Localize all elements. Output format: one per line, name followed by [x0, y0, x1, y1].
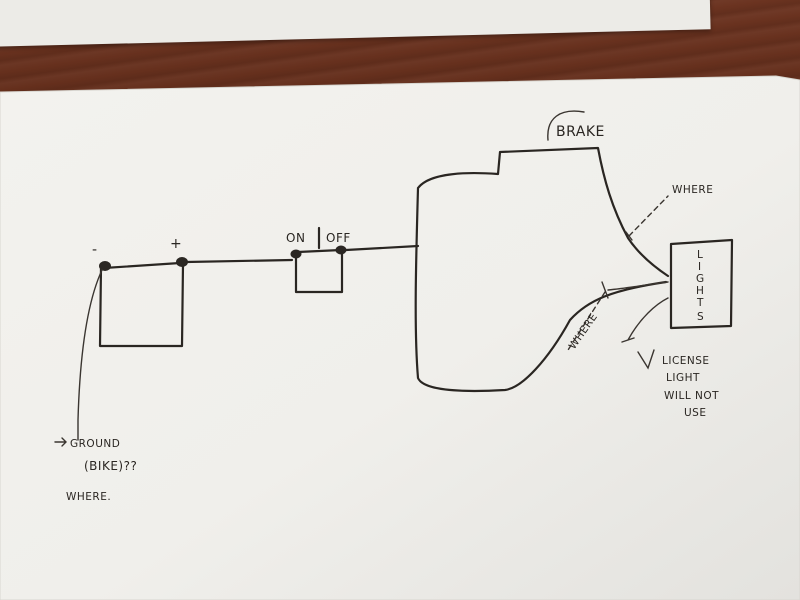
where-bottom-pointer [567, 291, 606, 351]
where-top-pointer [628, 195, 669, 237]
lights-letter: I [698, 261, 702, 273]
switch-off-terminal [335, 245, 347, 255]
battery-positive-terminal [176, 257, 188, 267]
lights-letter: H [696, 285, 704, 297]
ground-arrow-icon [54, 437, 67, 447]
wire-battery-to-switch [184, 258, 294, 264]
where-top-label: WHERE [672, 184, 713, 196]
wire-switch-to-brake [344, 244, 420, 252]
ground-note: GROUND (BIKE)?? WHERE. [54, 437, 137, 503]
license-note-line-4: USE [684, 407, 707, 419]
ground-note-line-1: GROUND [70, 438, 120, 450]
switch-off-label: OFF [326, 231, 351, 245]
brake-housing [414, 146, 670, 393]
switch [290, 226, 347, 294]
battery-negative-terminal [99, 261, 111, 271]
ground-note-line-3: WHERE. [66, 491, 111, 503]
battery [98, 257, 188, 348]
ground-note-line-2: (BIKE)?? [84, 459, 137, 473]
paper-sheet [0, 75, 800, 600]
brake-label: BRAKE [556, 124, 605, 140]
lights-letter: S [697, 311, 704, 323]
lights-letter: T [696, 297, 704, 309]
license-light-wire [621, 297, 669, 343]
ground-wire [77, 269, 103, 441]
battery-minus-label: - [92, 242, 98, 258]
switch-on-label: ON [286, 231, 305, 245]
switch-on-terminal [290, 249, 302, 259]
battery-plus-label: + [170, 236, 182, 252]
lights-letter: L [697, 249, 703, 261]
lights-label: L I G H T S [696, 249, 705, 323]
brake-callout-bracket [547, 110, 585, 141]
license-note-line-2: LIGHT [666, 372, 700, 384]
license-note-line-1: LICENSE [662, 355, 710, 367]
where-top-tick [625, 231, 633, 241]
wire-to-lights-lower [607, 281, 669, 291]
lights-box [669, 238, 734, 330]
license-note-line-3: WILL NOT [664, 390, 719, 402]
where-bottom-tick [601, 281, 609, 299]
license-arrow [637, 349, 655, 370]
lights-letter: G [696, 273, 705, 285]
